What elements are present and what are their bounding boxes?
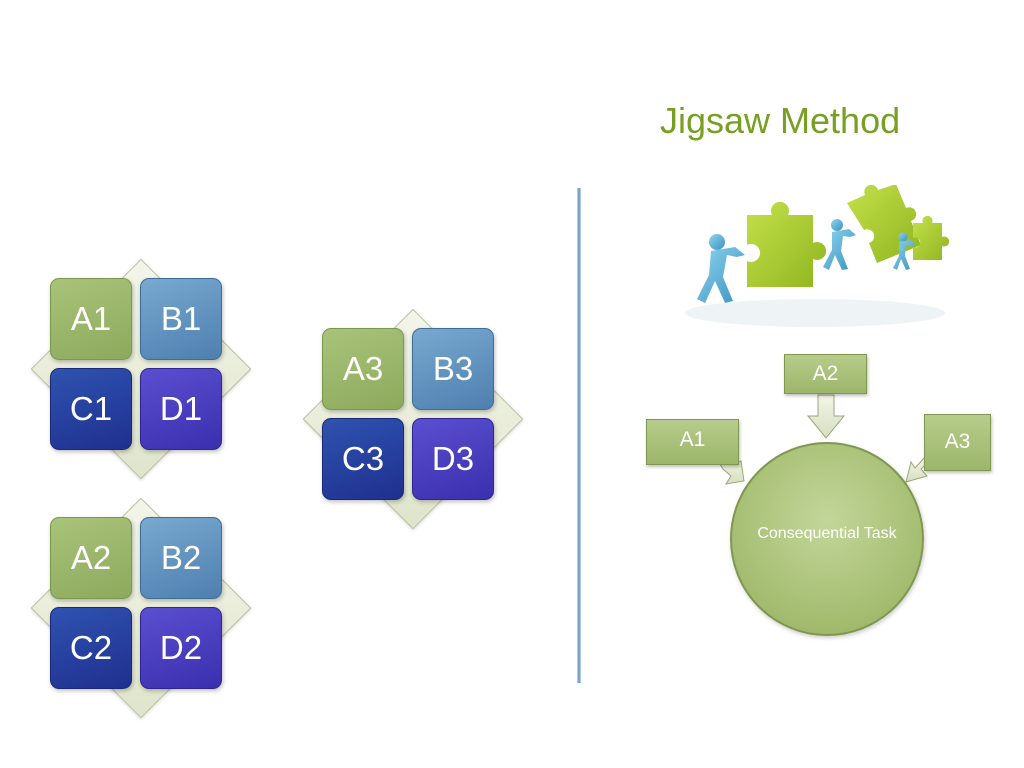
- figures-pushing-puzzle-pieces-illustration: [685, 185, 950, 327]
- group-1-tile-c: C1: [50, 368, 132, 450]
- group-2-tile-a: A2: [50, 517, 132, 599]
- group-3-tile-b: B3: [412, 328, 494, 410]
- small-puzzle-piece: [913, 215, 950, 260]
- group-1-tile-a: A1: [50, 278, 132, 360]
- consequential-task-circle: Consequential Task: [730, 442, 924, 636]
- group-1-tile-b: B1: [140, 278, 222, 360]
- arrow-a2-down: [806, 394, 846, 439]
- large-pushing-figure: [697, 234, 745, 303]
- group-3-matrix: A3 B3 C3 D3: [302, 308, 524, 530]
- task-input-a3: A3: [924, 414, 991, 471]
- group-3-tile-d: D3: [412, 418, 494, 500]
- small-pushing-figure: [893, 232, 916, 270]
- medium-pushing-figure: [823, 219, 856, 270]
- group-2-tile-d: D2: [140, 607, 222, 689]
- group-1-tile-d: D1: [140, 368, 222, 450]
- ground-shadow: [685, 299, 945, 327]
- large-puzzle-piece: [747, 201, 827, 287]
- group-2-tile-c: C2: [50, 607, 132, 689]
- vertical-divider: [577, 188, 581, 683]
- group-2-tile-b: B2: [140, 517, 222, 599]
- group-3-tile-a: A3: [322, 328, 404, 410]
- task-input-a2: A2: [784, 354, 867, 394]
- consequential-task-label: Consequential Task: [757, 524, 897, 542]
- slide-title: Jigsaw Method: [660, 100, 901, 141]
- medium-puzzle-piece: [847, 185, 921, 263]
- task-input-a1: A1: [646, 419, 739, 465]
- group-1-matrix: A1 B1 C1 D1: [30, 258, 252, 480]
- group-3-tile-c: C3: [322, 418, 404, 500]
- group-2-matrix: A2 B2 C2 D2: [30, 497, 252, 719]
